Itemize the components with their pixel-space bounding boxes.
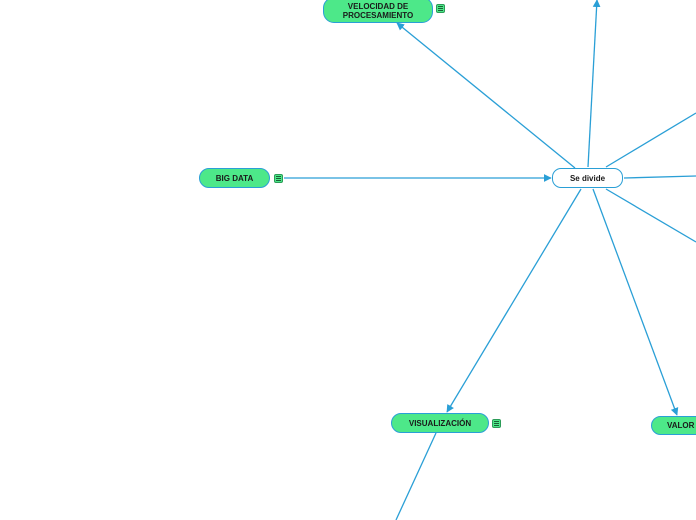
se-divide-node[interactable]: Se divide [552, 168, 623, 188]
edge-se-divide-to-valor [592, 188, 679, 416]
edge-se-divide-to-velocidad [396, 22, 576, 169]
edge-se-divide-to-lower-right [605, 188, 696, 243]
velocidad-label-line1: VELOCIDAD DE [347, 2, 409, 11]
edge-se-divide-to-upper-right [605, 112, 696, 168]
valor-node[interactable]: VALOR [651, 416, 696, 435]
edge-se-divide-to-visualizacion [446, 188, 582, 413]
visualizacion-node[interactable]: VISUALIZACIÓN [391, 413, 489, 433]
velocidad-note-icon[interactable] [436, 4, 445, 13]
se-divide-label: Se divide [569, 173, 606, 183]
edge-se-divide-to-right [623, 175, 696, 179]
edge-visualizacion-to-below [395, 432, 437, 520]
valor-label: VALOR [667, 421, 695, 430]
visualizacion-note-icon[interactable] [492, 419, 501, 428]
big-data-label: BIG DATA [215, 173, 254, 183]
big-data-note-icon[interactable] [274, 174, 283, 183]
velocidad-procesamiento-node[interactable]: VELOCIDAD DE PROCESAMIENTO [323, 0, 433, 23]
edge-se-divide-to-top [587, 0, 601, 168]
big-data-node[interactable]: BIG DATA [199, 168, 270, 188]
velocidad-label-line2: PROCESAMIENTO [342, 11, 414, 20]
visualizacion-label: VISUALIZACIÓN [408, 418, 472, 428]
